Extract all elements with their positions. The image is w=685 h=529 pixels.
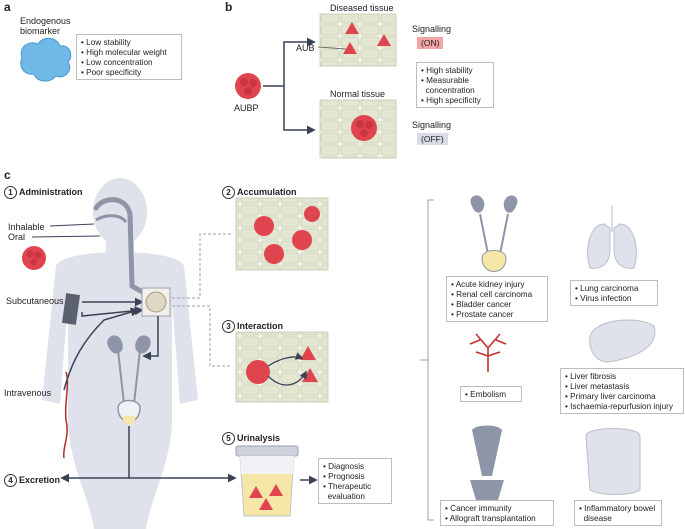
property-item: • Low concentration [81,58,153,67]
route-intravenous: Intravenous [4,388,52,398]
dashed-connector [172,233,232,299]
intestine-organ-icon [585,428,641,495]
results-bracket [420,199,434,521]
disease-item: • Liver metastasis [565,382,630,391]
aub-triangle [345,22,359,34]
interaction-particle [246,360,270,384]
disease-item: • Primary liver carcinoma [565,392,656,401]
disease-item: • Allograft transplantation [445,514,536,523]
disease-item: • Prostate cancer [451,310,514,319]
aubp-properties: • High stability • Measurable concentrat… [416,62,494,108]
signalling-label: Signalling [412,24,452,34]
panel-b-label: b [225,0,233,14]
aubp-particle-icon [235,73,261,99]
embolism-vessel-icon [469,333,507,372]
panel-a-label: a [4,0,11,14]
aubp-in-tissue [351,115,377,141]
signal-off-badge: (OFF) [417,133,448,145]
route-inhalable: Inhalable [8,222,45,232]
disease-item: • Bladder cancer [451,300,512,309]
kidney-diseases: • Acute kidney injury • Renal cell carci… [446,276,548,322]
body-silhouette [42,178,198,529]
aub-triangle [343,42,357,54]
property-item: concentration [425,86,475,95]
lung-diseases: • Lung carcinoma • Virus infection [570,280,658,306]
property-item: • Poor specificity [81,68,142,77]
disease-item: • Renal cell carcinoma [451,290,533,299]
accumulated-particles [254,206,320,264]
disease-item: • Inflammatory bowel [579,504,656,513]
route-subcutaneous: Subcutaneous [6,296,64,306]
outcome-item: • Therapeutic [323,482,372,491]
urine-cup-icon [235,445,299,517]
signal-on-badge: (ON) [417,37,444,49]
property-item: • Low stability [81,38,131,47]
disease-item: • Liver fibrosis [565,372,617,381]
diseased-tissue-label: Diseased tissue [330,3,394,13]
embolism-diseases: • Embolism [460,386,522,402]
branch-arrow-down [283,86,316,135]
normal-tissue-label: Normal tissue [330,89,386,99]
disease-item: • Lung carcinoma [575,284,639,293]
aub-triangle [377,34,391,46]
outcome-item: • Diagnosis [323,462,365,471]
body-kidney-icon [107,335,123,354]
signalling-label-2: Signalling [412,120,452,130]
biomarker-properties: • Low stability • High molecular weight … [76,34,182,80]
lung-organ-icon [587,206,637,269]
kidney-organ-icon [470,195,518,272]
vein [62,371,69,459]
biomarker-title-2: biomarker [20,26,61,36]
aubp-label: AUBP [234,103,259,113]
liver-organ-icon [589,319,656,363]
disease-item: • Embolism [465,390,507,399]
route-oral: Oral [8,232,26,242]
body-kidney-icon [135,335,151,354]
outcome-item: • Prognosis [323,472,365,481]
aub-label: AUB [296,43,315,53]
urinalysis-outcomes: • Diagnosis • Prognosis • Therapeutic ev… [318,458,392,504]
digestive-tract [93,197,149,297]
branch-arrow-up [263,37,316,87]
property-item: • High specificity [421,96,481,105]
panel-c-label: c [4,168,11,182]
disease-item: • Ischaemia-repurfusion injury [565,402,673,411]
property-item: • Measurable [421,76,469,85]
biomarker-title-1: Endogenous [20,16,71,26]
immune-organ-icon [470,425,504,500]
immune-diseases: • Cancer immunity • Allograft transplant… [440,500,554,526]
bowel-diseases: • Inflammatory bowel disease [574,500,662,526]
disease-item: • Virus infection [575,294,632,303]
property-item: • High molecular weight [81,48,167,57]
subcutaneous-patch [61,293,81,325]
disease-item: • Cancer immunity [445,504,512,513]
outcome-item: evaluation [327,492,365,501]
disease-item: disease [583,514,612,523]
property-item: • High stability [421,66,473,75]
oral-particle-icon [22,246,46,270]
liver-diseases: • Liver fibrosis • Liver metastasis • Pr… [560,368,684,414]
dashed-connector [172,305,232,367]
disease-item: • Acute kidney injury [451,280,525,289]
biomarker-blob-icon [20,37,72,82]
